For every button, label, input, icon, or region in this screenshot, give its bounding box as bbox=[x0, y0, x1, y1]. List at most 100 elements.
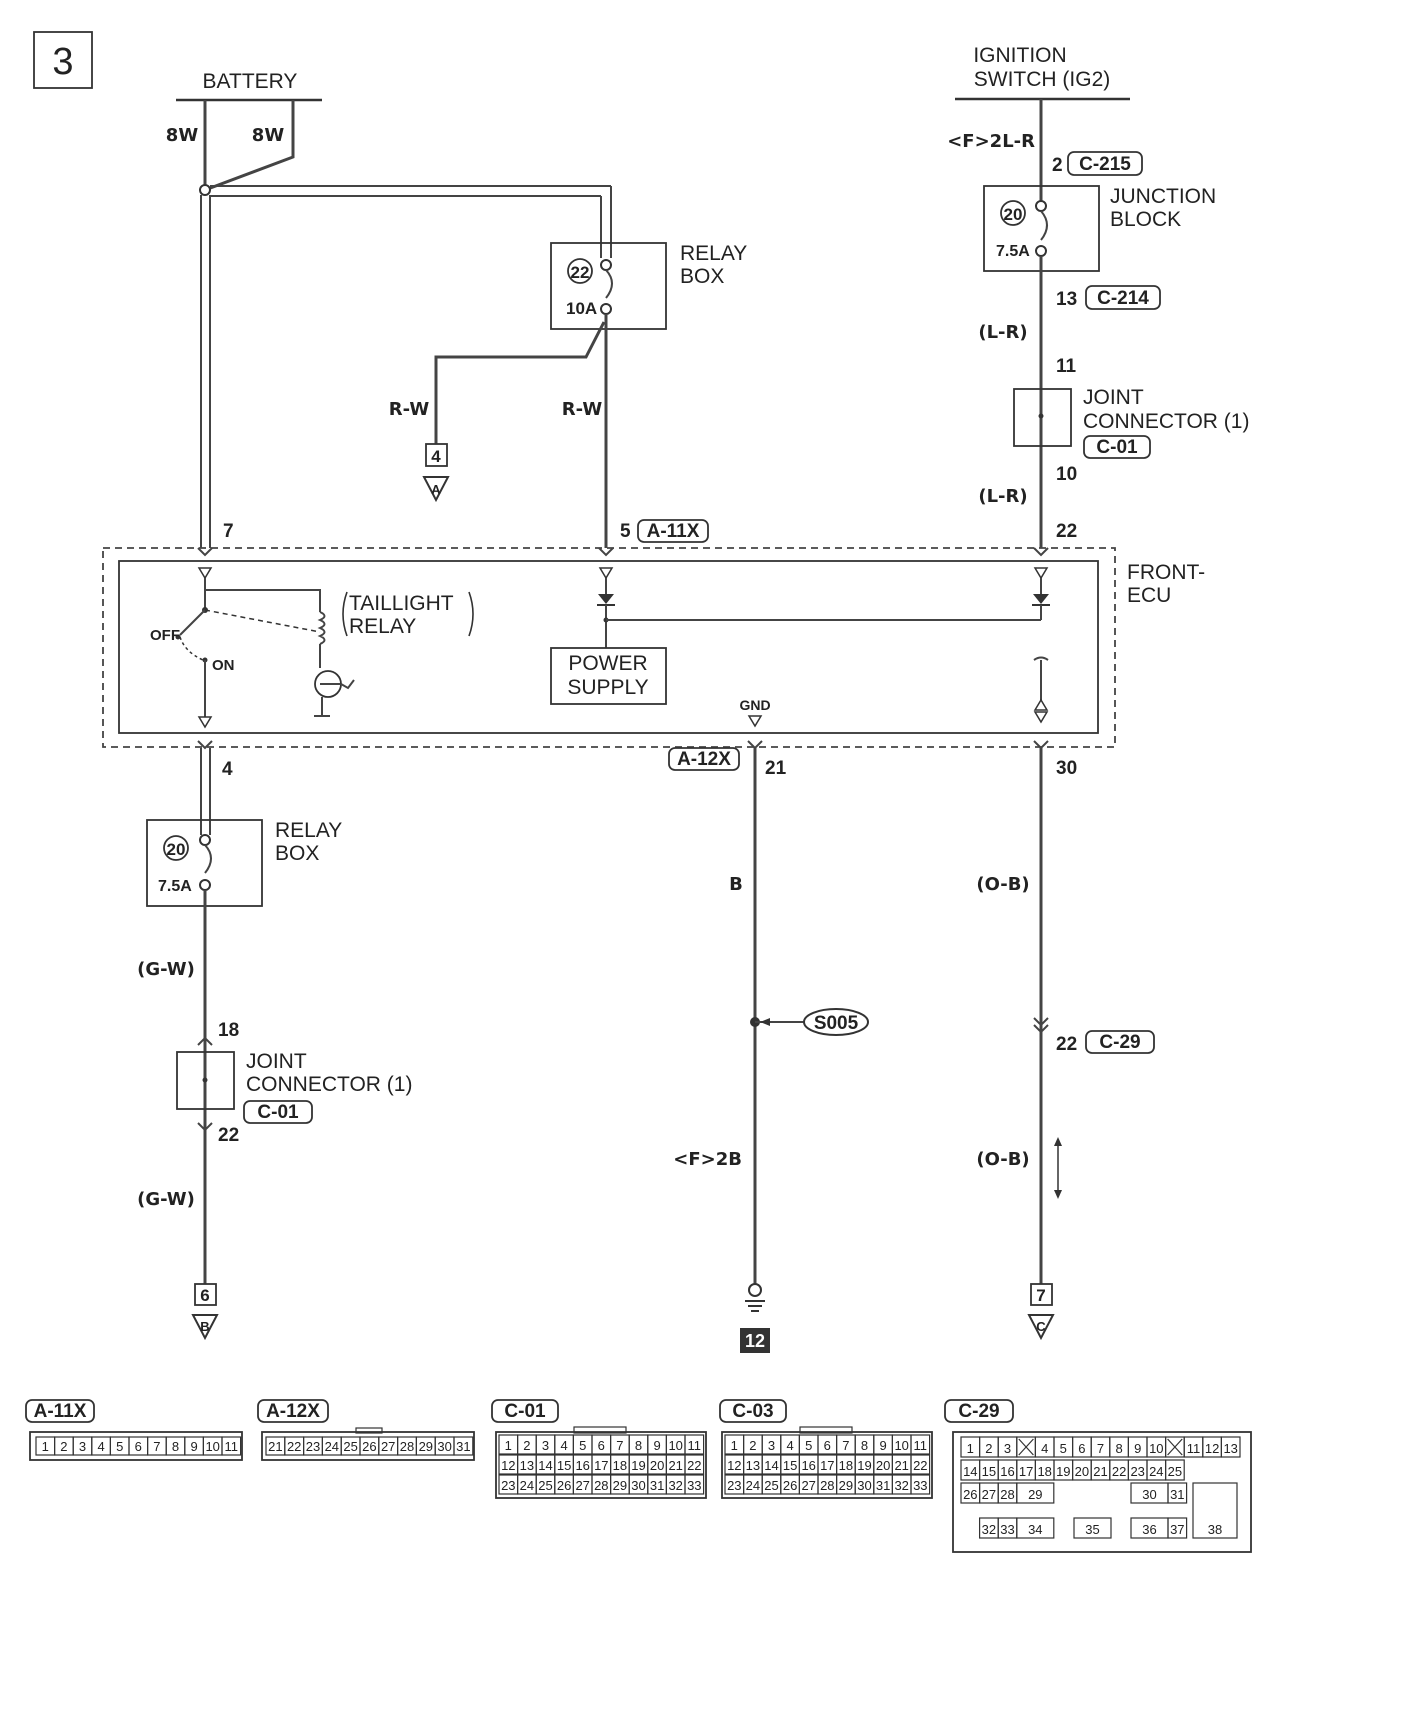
c29-pin: 35 bbox=[1085, 1522, 1099, 1537]
c29-pin: 15 bbox=[982, 1464, 996, 1479]
fuse-20b-rating: 7.5A bbox=[158, 878, 192, 895]
pin-18: 18 bbox=[218, 1020, 239, 1041]
joint-connector-right bbox=[1013, 388, 1072, 447]
taillight-bracket-left bbox=[342, 591, 348, 637]
pin-30: 30 bbox=[1056, 758, 1077, 779]
c03-pin: 4 bbox=[786, 1438, 793, 1453]
c29-pin: 13 bbox=[1223, 1441, 1237, 1456]
c29-pin-cell bbox=[1220, 1436, 1241, 1458]
fuse-20b-circle bbox=[163, 835, 189, 861]
c29-pin-cell bbox=[1167, 1517, 1188, 1539]
chevron-pin5 bbox=[598, 547, 614, 557]
c01-pin: 24 bbox=[520, 1478, 534, 1493]
c03-housing bbox=[721, 1431, 933, 1499]
taillight-line1: TAILLIGHT bbox=[349, 592, 454, 615]
fuse-22-element bbox=[605, 269, 613, 299]
c01-pin: 29 bbox=[613, 1478, 627, 1493]
conn-c29: C-29 bbox=[1099, 1032, 1140, 1053]
fuse-22-terminal-bottom bbox=[600, 303, 612, 315]
c03-pin: 12 bbox=[727, 1458, 741, 1473]
c01-pin: 14 bbox=[538, 1458, 552, 1473]
wire-label-8w-a: 8W bbox=[166, 125, 199, 146]
fuse-20-number: 20 bbox=[1004, 205, 1023, 224]
c01-pin: 27 bbox=[575, 1478, 589, 1493]
front-ecu-dashed bbox=[102, 547, 1116, 748]
relay-box-bottom-line1: RELAY bbox=[275, 819, 342, 842]
c29-pin: 20 bbox=[1075, 1464, 1089, 1479]
terminal-marker-7 bbox=[197, 567, 213, 580]
relay-box-top-line1: RELAY bbox=[680, 242, 747, 265]
c01-pin: 4 bbox=[560, 1438, 567, 1453]
offpage-b-letter: B bbox=[200, 1319, 209, 1334]
c29-pin-cell bbox=[1167, 1482, 1188, 1504]
relay-mechanical-link bbox=[204, 609, 321, 633]
c03-pin: 20 bbox=[876, 1458, 890, 1473]
c29-pin: 19 bbox=[1056, 1464, 1070, 1479]
offpage-c-number: 7 bbox=[1036, 1286, 1045, 1305]
a12x-pin: 25 bbox=[343, 1439, 357, 1454]
offpage-b-number: 6 bbox=[200, 1286, 209, 1305]
c03-pin: 3 bbox=[768, 1438, 775, 1453]
c03-pin: 25 bbox=[764, 1478, 778, 1493]
offpage-a-number: 4 bbox=[431, 447, 441, 466]
c29-pin: 14 bbox=[963, 1464, 977, 1479]
bidirectional-arrow-down bbox=[1054, 1190, 1062, 1199]
c29-pin: 28 bbox=[1000, 1487, 1014, 1502]
rw-wire-left bbox=[434, 321, 606, 444]
joint-left-line2: CONNECTOR (1) bbox=[246, 1073, 412, 1096]
offpage-c-arrow bbox=[1027, 1314, 1055, 1341]
c03-pin: 7 bbox=[842, 1438, 849, 1453]
chevron-pin7 bbox=[197, 547, 213, 557]
front-ecu-inner bbox=[118, 560, 1099, 734]
a12x-pin: 31 bbox=[456, 1439, 470, 1454]
c03-pin: 8 bbox=[861, 1438, 868, 1453]
c29-pin: 24 bbox=[1149, 1464, 1163, 1479]
c29-pin: 26 bbox=[963, 1487, 977, 1502]
c01-pin: 6 bbox=[598, 1438, 605, 1453]
power-supply-box bbox=[550, 647, 667, 705]
c03-pin: 11 bbox=[914, 1438, 928, 1453]
c03-pin: 17 bbox=[820, 1458, 834, 1473]
c01-pin: 32 bbox=[668, 1478, 682, 1493]
c01-pin: 19 bbox=[631, 1458, 645, 1473]
c29-pin: 17 bbox=[1019, 1464, 1033, 1479]
c29-pin-cell bbox=[1073, 1517, 1112, 1539]
chevron-pin22 bbox=[1033, 547, 1049, 557]
offpage-b-arrow bbox=[191, 1314, 219, 1341]
joint-connector-right-node bbox=[1038, 413, 1044, 419]
c01-pin: 11 bbox=[688, 1438, 702, 1453]
conn-c01-left: C-01 bbox=[257, 1102, 299, 1123]
terminal-marker-gnd bbox=[747, 715, 763, 728]
c01-pin: 15 bbox=[557, 1458, 571, 1473]
fuse-22-circle bbox=[567, 258, 593, 284]
c29-pin: 30 bbox=[1142, 1487, 1156, 1502]
c29-pin: 22 bbox=[1112, 1464, 1126, 1479]
joint-left-line1: JOINT bbox=[246, 1050, 307, 1073]
a11x-pin-cell bbox=[221, 1436, 242, 1456]
pin-22-ecu: 22 bbox=[1056, 521, 1077, 542]
ground-number-box bbox=[740, 1328, 770, 1353]
pin-2: 2 bbox=[1052, 155, 1063, 176]
c29-pin: 29 bbox=[1028, 1487, 1042, 1502]
c03-pin: 28 bbox=[820, 1478, 834, 1493]
c01-pin: 12 bbox=[501, 1458, 515, 1473]
a12x-pin: 22 bbox=[287, 1439, 301, 1454]
a12x-pin: 26 bbox=[362, 1439, 376, 1454]
empty-pin-cross-b bbox=[1167, 1438, 1183, 1456]
a12x-pin: 29 bbox=[419, 1439, 433, 1454]
pin-10: 10 bbox=[1056, 464, 1077, 485]
c01-title: C-01 bbox=[504, 1401, 546, 1422]
c29-pin: 7 bbox=[1097, 1441, 1104, 1456]
joint-right-line1: JOINT bbox=[1083, 386, 1144, 409]
offpage-a-box bbox=[425, 443, 448, 467]
c01-pin: 1 bbox=[505, 1438, 512, 1453]
front-ecu-line2: ECU bbox=[1127, 584, 1171, 607]
wire-label-f2b: <F>2B bbox=[673, 1149, 742, 1170]
c03-pin: 10 bbox=[894, 1438, 908, 1453]
c29-pin: 6 bbox=[1078, 1441, 1085, 1456]
c01-pin: 3 bbox=[542, 1438, 549, 1453]
c29-pin: 32 bbox=[982, 1522, 996, 1537]
c29-pin: 1 bbox=[967, 1441, 974, 1456]
battery-label: BATTERY bbox=[203, 70, 298, 93]
